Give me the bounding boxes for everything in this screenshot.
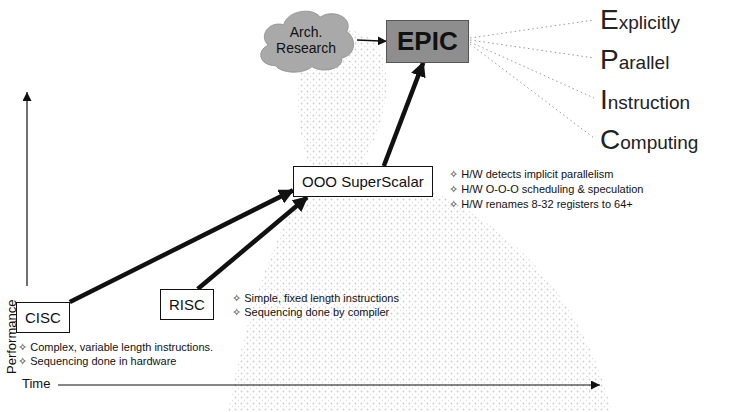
evolution-arrow — [70, 190, 293, 302]
target-box: EPIC — [386, 20, 469, 63]
feature-note: ✧ Simple, fixed length instructions — [232, 292, 399, 304]
node-text: CISC — [25, 309, 61, 326]
leader-line — [470, 40, 594, 58]
feature-note: ✧ Sequencing done in hardware — [18, 355, 176, 367]
evolution-arrow — [198, 197, 307, 289]
architecture-box: RISC — [160, 289, 214, 320]
performance-axis — [26, 92, 27, 286]
node-text: RISC — [169, 296, 205, 313]
acronym-word: Computing — [600, 126, 698, 154]
node-text: Arch. Research — [271, 24, 341, 56]
architecture-box: OOO SuperScalar — [293, 166, 433, 197]
feature-note: ✧ Sequencing done by compiler — [232, 306, 389, 318]
time-axis — [58, 384, 600, 385]
leader-line — [470, 44, 594, 138]
feature-note: ✧ H/W renames 8-32 registers to 64+ — [449, 198, 633, 210]
acronym-word: Parallel — [600, 46, 669, 74]
figure-silhouette — [228, 30, 612, 412]
axis-label: Time — [22, 377, 50, 391]
architecture-box: CISC — [16, 302, 70, 333]
feature-note: ✧ Complex, variable length instructions. — [18, 341, 213, 353]
leader-lines — [470, 20, 594, 138]
cloud-outline — [261, 11, 354, 72]
evolution-arrow — [384, 63, 423, 166]
leader-line — [470, 20, 594, 38]
leader-line — [470, 42, 594, 98]
acronym-word: Instruction — [600, 86, 690, 114]
node-text: OOO SuperScalar — [302, 173, 424, 190]
feature-note: ✧ H/W detects implicit parallelism — [449, 168, 613, 180]
feature-note: ✧ H/W O-O-O scheduling & speculation — [449, 183, 643, 195]
research-cloud: Arch. Research — [255, 6, 357, 74]
node-text: EPIC — [397, 27, 458, 56]
axis-label: Performance — [5, 300, 19, 374]
acronym-word: Explicitly — [600, 6, 680, 34]
evolution-arrow — [357, 40, 386, 41]
